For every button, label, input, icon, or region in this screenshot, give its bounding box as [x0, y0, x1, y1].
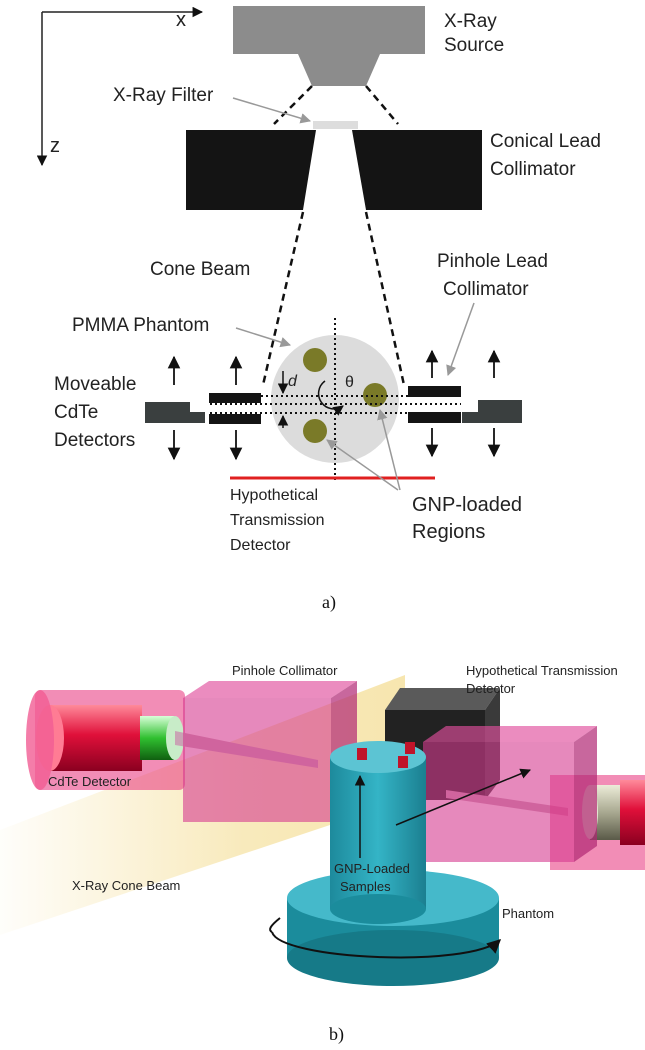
xray-source [233, 6, 425, 86]
axes: x z [36, 6, 204, 167]
caption-b: b) [329, 1024, 344, 1045]
panel-b-arrows [354, 768, 531, 858]
gnp-samples [357, 742, 415, 768]
xray-source-label: X-Ray Source [444, 11, 504, 56]
conical-lead-collimator [186, 130, 482, 210]
rotation-arrow [269, 917, 502, 959]
pinhole-collimator-left [209, 393, 261, 424]
gnp-region-bottom [303, 419, 327, 443]
pinhole-lead-collimator-label: Pinhole Lead Collimator [437, 251, 553, 300]
moveable-cdte-detectors-label: Moveable CdTe Detectors [54, 374, 142, 451]
cone-beam-lines [261, 211, 406, 386]
source-beam-lines [273, 85, 399, 125]
cdte-detector-right [462, 400, 522, 423]
cone-beam-label: Cone Beam [150, 259, 250, 280]
gnp-loaded-samples-label: GNP-Loaded Samples [334, 861, 414, 894]
xray-filter-label: X-Ray Filter [113, 85, 214, 106]
gnp-loaded-regions-label: GNP-loaded Regions [412, 494, 528, 543]
xray-filter [313, 121, 358, 129]
panel-b: Pinhole Collimator Hypothetical Transmis… [0, 663, 645, 1045]
filter-pointer [232, 97, 312, 124]
movement-arrows [167, 349, 501, 461]
gnp-region-right [363, 383, 387, 407]
gnp-pointers [326, 408, 401, 491]
theta-arc [317, 380, 344, 416]
pinhole-pointer [446, 302, 475, 376]
hypothetical-detector-label: Hypothetical Transmission Detector [230, 487, 329, 554]
phantom-pointer [235, 327, 292, 348]
z-axis-label: z [50, 135, 60, 157]
conical-collimator-label: Conical Lead Collimator [490, 131, 606, 180]
xray-cone-beam-label: X-Ray Cone Beam [72, 878, 180, 893]
panel-a: x z X-Ray Source X-Ray Filter Conical Le… [36, 6, 606, 613]
pinhole-collimator-box-right [423, 726, 597, 862]
phantom-label: Phantom [502, 906, 554, 921]
pmma-phantom-label: PMMA Phantom [72, 315, 209, 336]
caption-a: a) [322, 592, 336, 613]
gnp-region-top [303, 348, 327, 372]
phantom-cylinder [330, 741, 426, 924]
pinhole-collimator-label: Pinhole Collimator [232, 663, 338, 678]
cdte-detector-left [145, 402, 205, 423]
cdte-detector-label: CdTe Detector [48, 774, 132, 789]
x-axis-label: x [176, 9, 186, 31]
d-symbol: d [288, 373, 298, 390]
hypothetical-transmission-detector-label: Hypothetical Transmission Detector [466, 663, 621, 696]
pinhole-collimator-right [408, 386, 461, 423]
theta-symbol: θ [345, 374, 354, 391]
